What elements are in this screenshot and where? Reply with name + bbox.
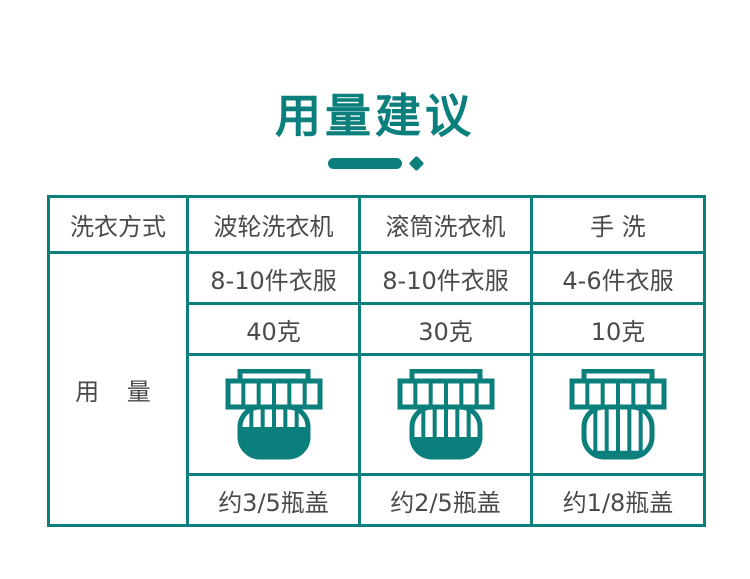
grams-cell-pulsator: 40克	[186, 302, 361, 356]
icon-cell-hand	[530, 353, 706, 476]
caps-cell-pulsator: 约3/5瓶盖	[186, 473, 361, 527]
grams-cell-drum: 30克	[358, 302, 533, 356]
header-cell-wash-method: 洗衣方式	[47, 195, 189, 254]
header-cell-drum-washer: 滚筒洗衣机	[358, 195, 533, 254]
bottle-cap-icon	[533, 356, 703, 473]
grams-cell-hand: 10克	[530, 302, 706, 356]
bottle-cap-icon	[189, 356, 358, 473]
header-cell-pulsator-washer: 波轮洗衣机	[186, 195, 361, 254]
title-diamond-dot-icon	[408, 155, 425, 172]
row-label-usage: 用 量	[47, 251, 189, 527]
load-cell-hand: 4-6件衣服	[530, 251, 706, 305]
title-underline-bar-icon	[328, 158, 402, 169]
table-row-load: 用 量 8-10件衣服 8-10件衣服 4-6件衣服	[47, 251, 706, 527]
icon-cell-pulsator	[186, 353, 361, 476]
icon-cell-drum	[358, 353, 533, 476]
caps-cell-drum: 约2/5瓶盖	[358, 473, 533, 527]
header-cell-hand-wash: 手 洗	[530, 195, 706, 254]
table-row-icons	[49, 353, 706, 476]
table-row-caps: 约3/5瓶盖 约2/5瓶盖 约1/8瓶盖	[49, 473, 706, 527]
title-decoration	[0, 155, 750, 172]
page-title-block: 用量建议	[0, 88, 750, 144]
table-header-row: 洗衣方式 波轮洗衣机 滚筒洗衣机 手 洗	[47, 195, 706, 254]
usage-table: 洗衣方式 波轮洗衣机 滚筒洗衣机 手 洗 用 量 8-10件衣服 8-10件衣服…	[47, 195, 706, 527]
bottle-cap-icon	[361, 356, 530, 473]
load-cell-pulsator: 8-10件衣服	[186, 251, 361, 305]
table-row-grams: 40克 30克 10克	[49, 302, 706, 356]
load-cell-drum: 8-10件衣服	[358, 251, 533, 305]
caps-cell-hand: 约1/8瓶盖	[530, 473, 706, 527]
page-title: 用量建议	[275, 89, 475, 143]
